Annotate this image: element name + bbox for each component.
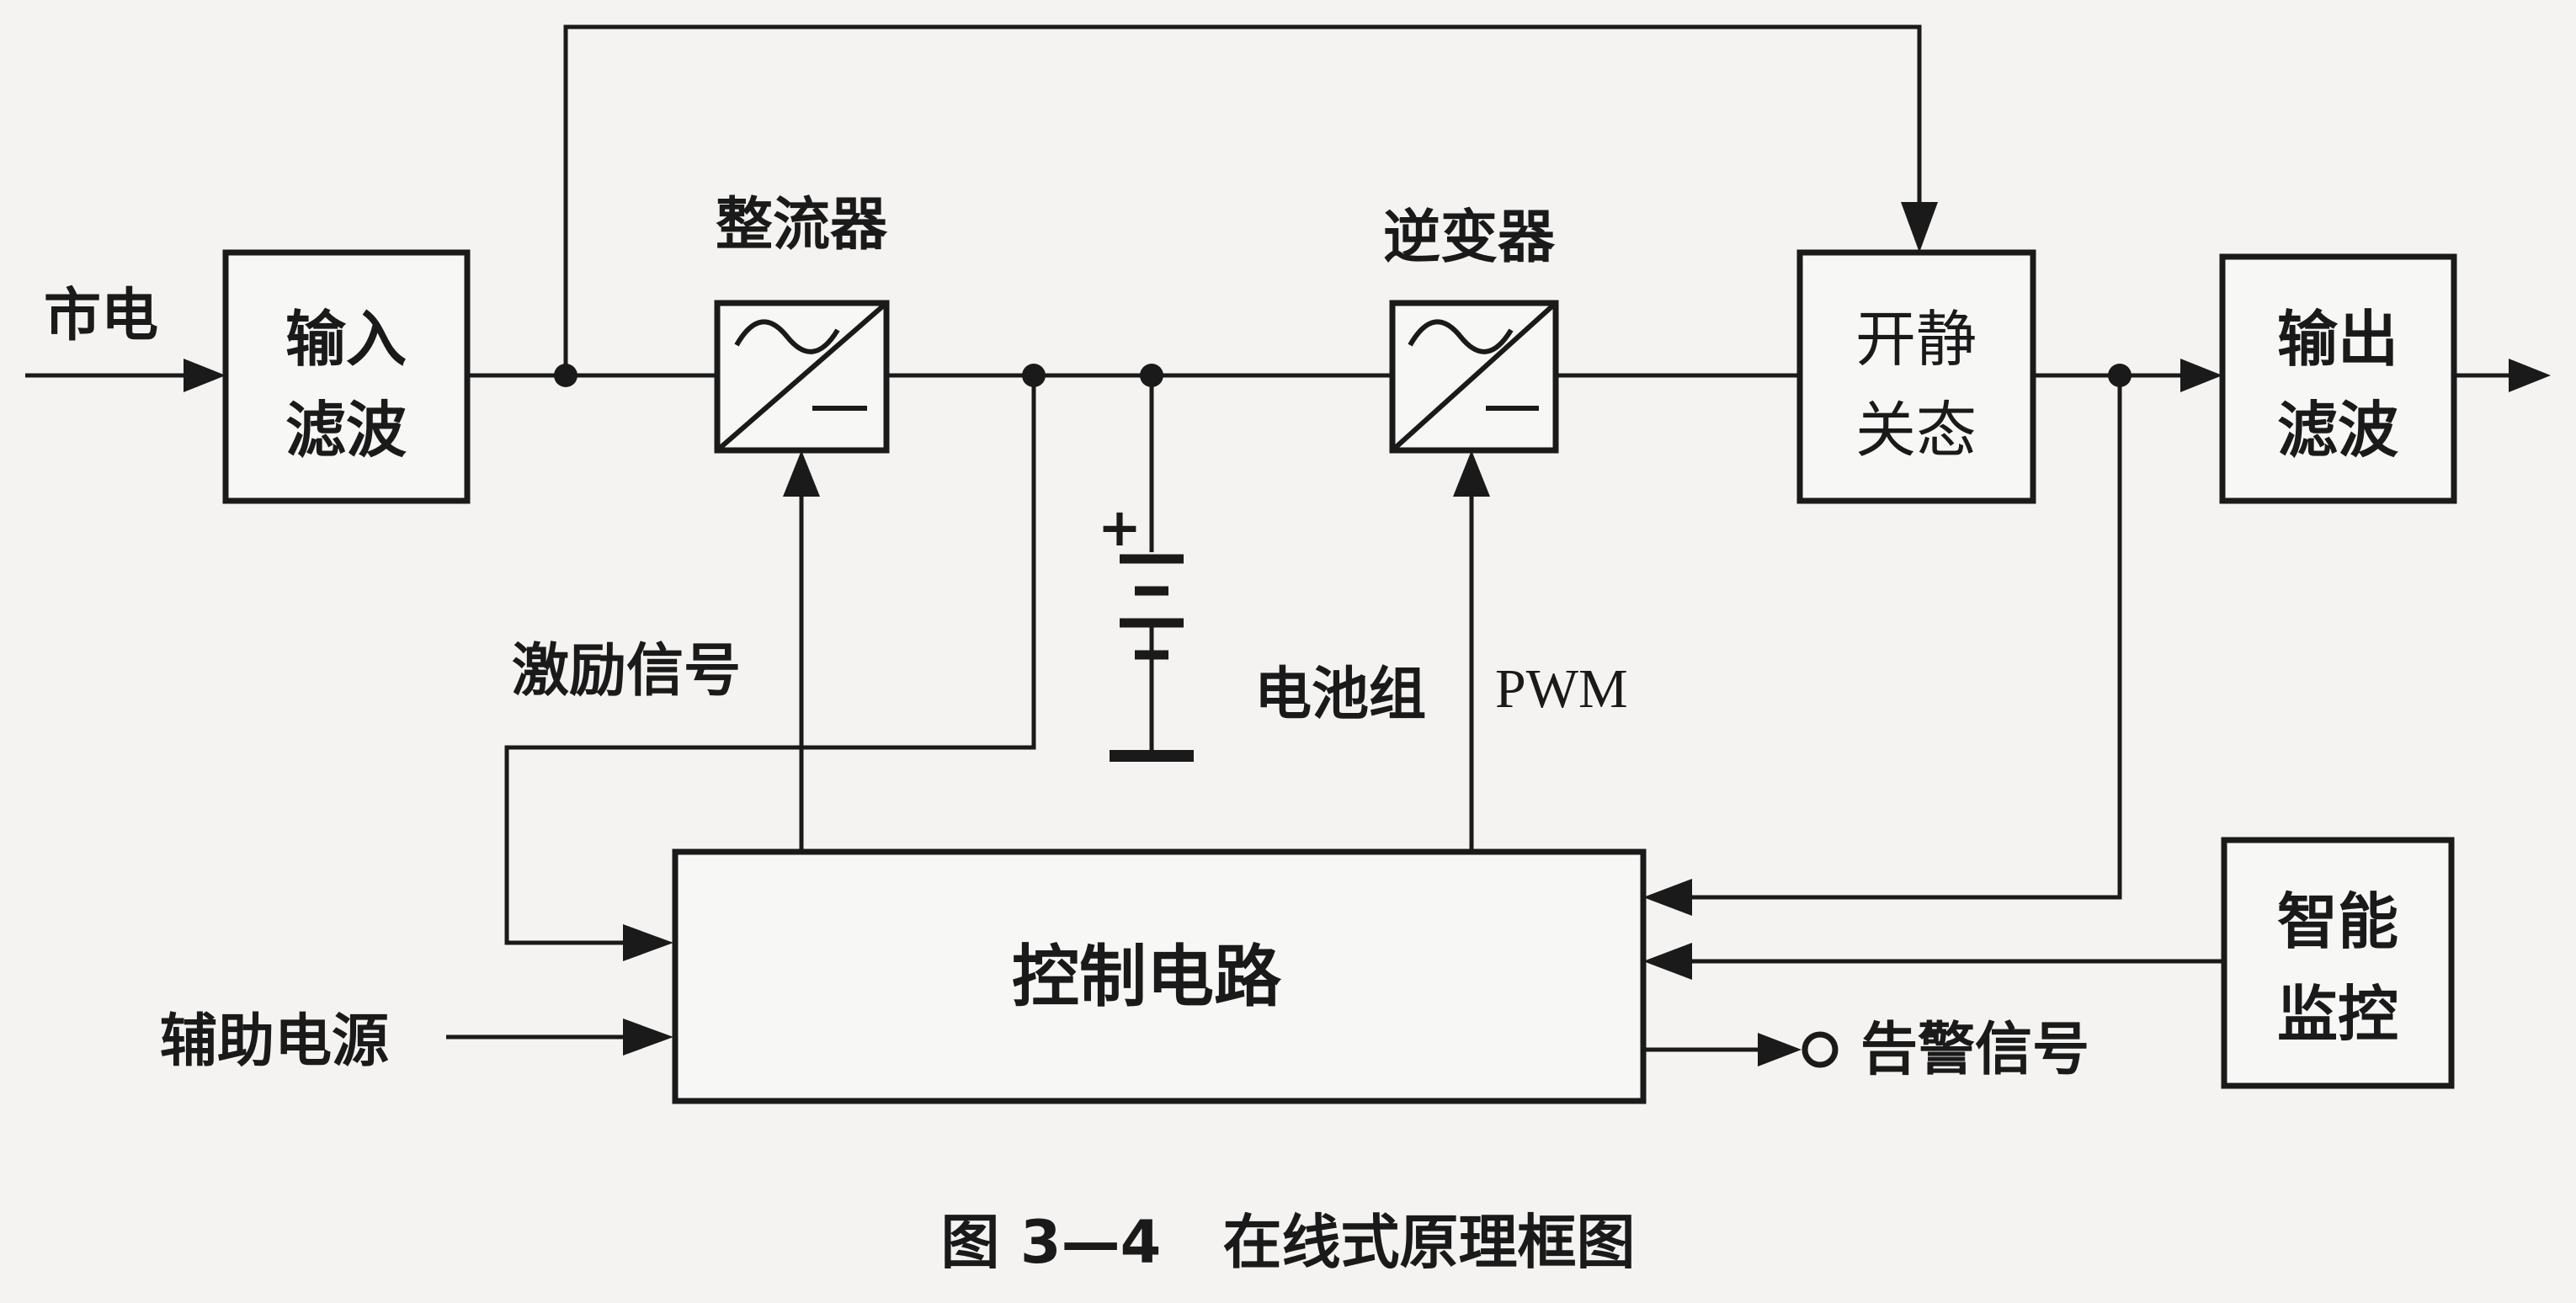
static-switch-label-2: 关态: [1855, 395, 1977, 465]
inverter-ac-symbol: [1408, 319, 1514, 354]
arrowhead-alarm: [1758, 1033, 1802, 1066]
arrowhead-pwm: [1453, 450, 1490, 497]
arrowhead-excitation: [783, 450, 820, 497]
aux-power-label: 辅助电源: [160, 1008, 389, 1075]
alarm-terminal: [1802, 1031, 1839, 1068]
inverter-diagonal: [1390, 300, 1558, 453]
rectifier-label: 整流器: [716, 192, 888, 258]
control-circuit-box: [672, 848, 1647, 1104]
output-filter-label-1: 输出: [2277, 304, 2398, 375]
arrowhead-bypass: [1901, 202, 1938, 253]
rectifier-ac-symbol: [734, 319, 840, 354]
static-switch-box: [1796, 249, 2036, 504]
pwm-label: PWM: [1495, 658, 1628, 720]
junction-dc-feedback: [1022, 364, 1046, 387]
rectifier-diagonal: [716, 300, 888, 453]
smart-monitor-label-1: 智能: [2277, 886, 2398, 957]
inverter-label: 逆变器: [1383, 205, 1556, 271]
smart-monitor-label-2: 监控: [2277, 979, 2398, 1050]
output-filter-label-2: 滤波: [2277, 395, 2398, 465]
battery-label: 电池组: [1254, 662, 1426, 728]
arrowhead-output-feedback: [1643, 879, 1692, 916]
arrowhead-dc-feedback: [623, 924, 673, 961]
arrowhead-aux-power: [623, 1018, 673, 1056]
wire-bypass: [563, 24, 1922, 375]
junction-battery: [1140, 364, 1163, 387]
junction-output-feedback: [2108, 364, 2132, 387]
input-filter-label-2: 滤波: [285, 395, 407, 465]
input-filter-box: [222, 249, 471, 504]
wire-dc-feedback: [504, 375, 1036, 945]
control-circuit-label: 控制电路: [1012, 938, 1282, 1016]
output-filter-box: [2219, 253, 2457, 504]
wire-output-feedback: [1692, 375, 2122, 900]
junction-bypass: [554, 364, 577, 387]
input-filter-label-1: 输入: [285, 304, 407, 375]
figure-caption: 图 3—4 在线式原理框图: [941, 1208, 1636, 1277]
alarm-signal-label: 告警信号: [1860, 1017, 2089, 1083]
arrowhead-monitor: [1643, 943, 1692, 980]
static-switch-label-1: 开静: [1855, 304, 1977, 375]
arrowhead-mains-in: [184, 359, 226, 392]
battery-plus-sign: +: [1098, 497, 1142, 558]
mains-label: 市电: [44, 283, 158, 349]
smart-monitor-box: [2221, 837, 2455, 1089]
arrowhead-output: [2509, 359, 2551, 392]
arrowhead-output-filter-in: [2180, 359, 2222, 392]
excitation-signal-label: 激励信号: [512, 638, 741, 705]
